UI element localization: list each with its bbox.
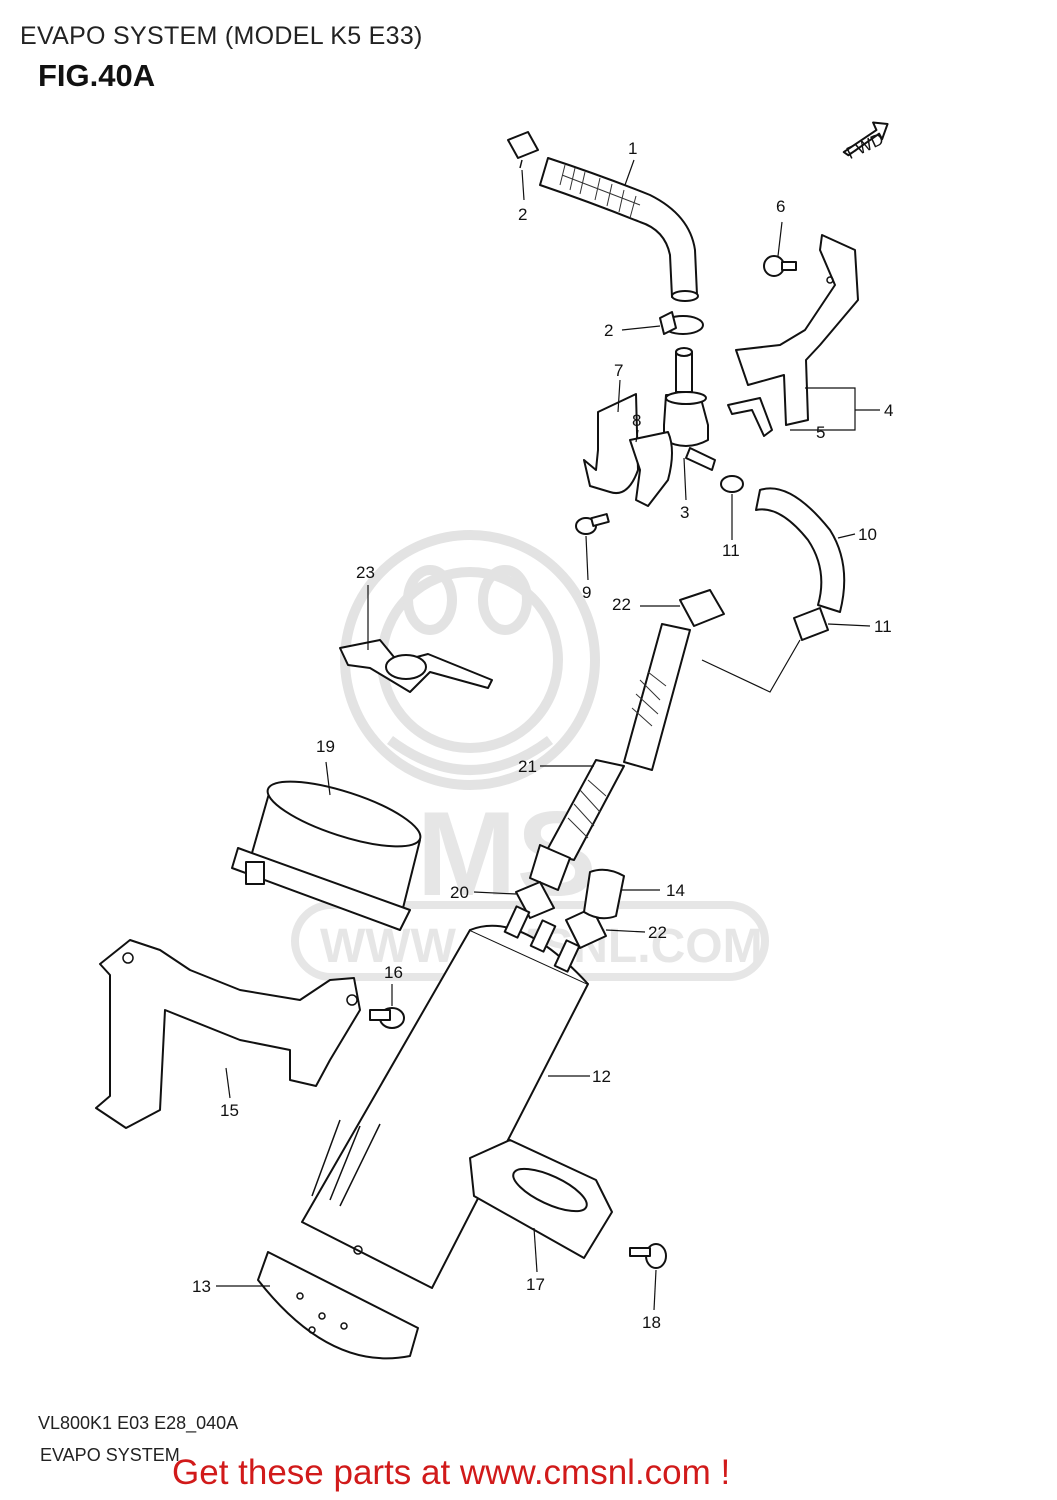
callout-19: 19 (316, 737, 335, 756)
part-18-screw (629, 1243, 667, 1269)
part-2-clip-mid (659, 311, 704, 335)
footer-title: EVAPO SYSTEM (40, 1445, 180, 1465)
callout-10: 10 (858, 525, 877, 544)
callout-20: 20 (450, 883, 469, 902)
part-10-hose (755, 487, 846, 613)
callout-9: 9 (582, 583, 591, 602)
promo-link-text[interactable]: Get these parts at www.cmsnl.com ! (172, 1453, 731, 1492)
callout-11a: 11 (722, 541, 740, 560)
callout-8: 8 (632, 411, 641, 430)
part-11-clip-upper (720, 475, 744, 493)
callout-18: 18 (642, 1313, 661, 1332)
part-4-bracket (735, 234, 859, 426)
callout-15: 15 (220, 1101, 239, 1120)
part-23-bracket (339, 639, 493, 693)
callout-23: 23 (356, 563, 375, 582)
callout-16: 16 (384, 963, 403, 982)
page-title: EVAPO SYSTEM (MODEL K5 E33) (20, 22, 423, 50)
part-17-strap (469, 1139, 613, 1259)
callout-14: 14 (666, 881, 685, 900)
callout-13: 13 (192, 1277, 211, 1296)
part-3-valve (663, 347, 716, 471)
part-14-cap (583, 868, 625, 920)
callout-2b: 2 (604, 321, 613, 340)
part-7-clamp (583, 393, 639, 494)
callout-17: 17 (526, 1275, 545, 1294)
part-16-bolt (369, 1007, 405, 1029)
part-1-hose (539, 157, 699, 302)
callout-1: 1 (628, 139, 637, 158)
part-8-clamp (629, 431, 673, 507)
part-2-clip-top (507, 131, 539, 169)
callout-labels: 1 2 2 3 4 5 6 7 8 9 10 11 11 12 13 14 15… (192, 139, 893, 1332)
diagram-reference-code: VL800K1 E03 E28_040A (38, 1413, 239, 1433)
callout-3: 3 (680, 503, 689, 522)
part-6-bolt (763, 255, 797, 277)
callout-12: 12 (592, 1067, 611, 1086)
forward-arrow-icon: FWD (842, 121, 889, 163)
callout-4: 4 (884, 401, 893, 420)
part-9-screw (575, 513, 610, 535)
leader-lines (216, 159, 880, 1311)
part-15-bracket (95, 939, 361, 1129)
callout-21: 21 (518, 757, 537, 776)
figure-label: FIG.40A (38, 58, 156, 93)
callout-22a: 22 (612, 595, 631, 614)
part-13-end-cap (257, 1251, 419, 1360)
part-19-cover (231, 780, 422, 931)
part-20-clip (515, 881, 555, 919)
callout-7: 7 (614, 361, 623, 380)
callout-11b: 11 (874, 617, 892, 636)
part-22-clip-upper (679, 589, 725, 627)
fwd-label: FWD (844, 129, 887, 163)
part-12-canister (301, 905, 589, 1289)
part-5-clamp (727, 397, 773, 437)
part-11-clip-lower (793, 607, 829, 641)
callout-5: 5 (816, 423, 825, 442)
callout-6: 6 (776, 197, 785, 216)
callout-2a: 2 (518, 205, 527, 224)
part-21-hose (529, 623, 691, 891)
callout-22b: 22 (648, 923, 667, 942)
